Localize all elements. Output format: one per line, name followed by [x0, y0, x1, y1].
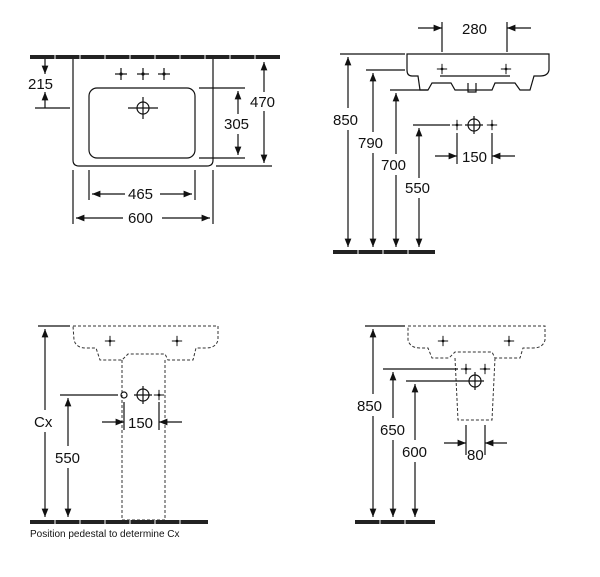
dim-150: 150: [128, 415, 153, 432]
waste-connection-icon: [466, 372, 484, 390]
water-connection-icon: [460, 363, 472, 375]
tap-hole-icon: [437, 335, 449, 347]
dim-550: 550: [405, 180, 430, 197]
side-view-panel: 280 850 790 700 550: [333, 21, 550, 254]
dim-150: 150: [462, 149, 487, 166]
semi-pedestal-dashed-outline: [454, 357, 496, 421]
dim-600: 600: [128, 210, 153, 227]
water-connection-icon: [451, 119, 463, 131]
dim-80: 80: [467, 447, 484, 464]
dim-850: 850: [357, 398, 382, 415]
bowl-outline: [88, 87, 196, 159]
dim-470: 470: [250, 94, 275, 111]
water-connection-icon: [479, 363, 491, 375]
tap-hole-icon: [171, 335, 183, 347]
tap-hole-icon: [104, 335, 116, 347]
basin-outline: [72, 59, 214, 167]
dim-790: 790: [358, 135, 383, 152]
basin-dashed-outline: [72, 325, 219, 361]
semi-pedestal-panel: 850 650 600 80: [355, 325, 546, 524]
waste-connection-icon: [465, 116, 483, 134]
water-connection-icon: [486, 119, 498, 131]
pedestal-note: Position pedestal to determine Cx: [30, 529, 180, 540]
dim-215: 215: [28, 76, 53, 93]
dim-465: 465: [128, 186, 153, 203]
pedestal-dashed-outline: [121, 360, 166, 521]
tap-hole-icon: [136, 67, 150, 81]
basin-dashed-outline: [407, 325, 546, 359]
tap-hole-icon: [436, 63, 448, 75]
dim-650: 650: [380, 422, 405, 439]
tap-hole-icon: [500, 63, 512, 75]
front-view-panel: 215 470 305 465 600: [28, 55, 280, 227]
tap-hole-icon: [157, 67, 171, 81]
tap-hole-icon: [503, 335, 515, 347]
dim-305: 305: [224, 116, 249, 133]
tap-hole-icon: [114, 67, 128, 81]
dim-cx: Cx: [34, 414, 53, 431]
waste-connection-icon: [134, 386, 152, 404]
dim-600: 600: [402, 444, 427, 461]
dim-700: 700: [381, 157, 406, 174]
dim-280: 280: [462, 21, 487, 38]
pedestal-front-panel: Cx 550 150 Position pedestal to determin…: [30, 325, 219, 540]
wall-strip: [30, 55, 280, 59]
dim-850: 850: [333, 112, 358, 129]
drain-icon: [128, 97, 158, 119]
water-connection-icon: [153, 389, 165, 401]
basin-side-profile: [406, 53, 550, 91]
dim-550: 550: [55, 450, 80, 467]
